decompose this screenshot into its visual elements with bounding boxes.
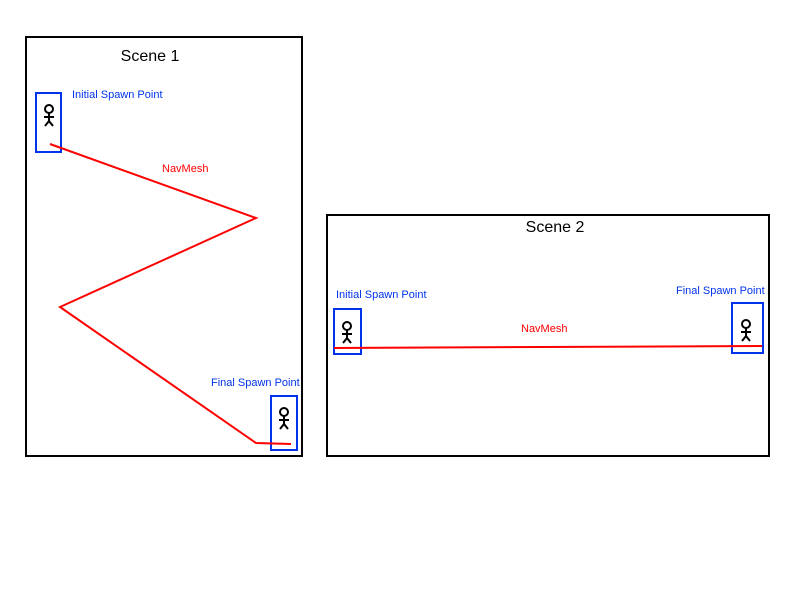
scene2-frame [326,214,770,457]
scene1-navmesh-path [49,143,292,445]
stick-figure-icon [279,407,289,430]
scene1-final-spawn-box [270,395,298,451]
scene2-final-spawn-box [731,302,764,354]
scene1-title: Scene 1 [120,48,180,65]
scene2-final-spawn-label: Final Spawn Point [676,285,765,297]
scene2-initial-spawn-label: Initial Spawn Point [336,289,427,301]
scene1-navmesh-label: NavMesh [162,163,209,175]
stick-figure-icon [342,321,352,344]
scene1-frame [25,36,303,457]
scene2-title: Scene 2 [525,219,585,236]
scene1-initial-spawn-box [35,92,62,153]
scene1-initial-spawn-label: Initial Spawn Point [72,89,163,101]
stick-figure-icon [741,319,751,342]
scene2-navmesh-label: NavMesh [521,323,568,335]
scene2-navmesh-path [333,345,763,349]
scene2-initial-spawn-box [333,308,362,355]
scene1-final-spawn-label: Final Spawn Point [211,377,300,389]
stick-figure-icon [44,104,54,127]
